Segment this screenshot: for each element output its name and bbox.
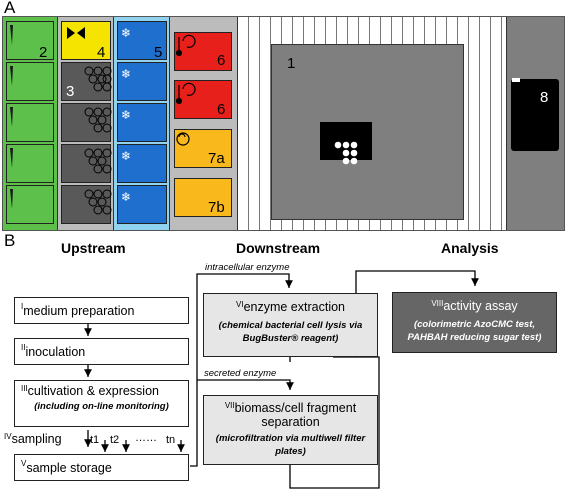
plate-number-3: 3 (66, 83, 75, 100)
culture-plate (6, 185, 54, 224)
plate-number-8: 8 (540, 89, 549, 106)
svg-text:❄: ❄ (121, 26, 131, 40)
thermometer-icon (175, 34, 196, 105)
tip-icon (10, 189, 13, 209)
plate-reader (506, 17, 564, 230)
step-roman: VI (236, 300, 244, 309)
secreted-label: secreted enzyme (204, 368, 277, 379)
step-detail: (colorimetric AzoCMC test, PAHBAH reduci… (407, 319, 542, 343)
tip-icon (10, 148, 13, 168)
culture-plate (6, 144, 54, 183)
timepoint-tn: tn (166, 434, 176, 446)
panel-a-label: A (4, 0, 16, 17)
step-inoculation: IIinoculation (14, 338, 189, 365)
step-label: biomass/cell fragment separation (234, 401, 357, 429)
reader-slot (511, 79, 559, 151)
robotic-deck: 2 3 4 5 6 6 7a 7b 1 8 (2, 16, 565, 231)
well-dots-icon (334, 141, 358, 165)
plate-number-5: 5 (154, 44, 163, 61)
step-label: sample storage (26, 461, 112, 475)
step-detail: (including on-line monitoring) (34, 401, 169, 412)
plate-number-7a: 7a (208, 150, 225, 167)
step-label: enzyme extraction (243, 300, 345, 314)
step-biomass-separation: VIIbiomass/cell fragment separation (mic… (203, 395, 378, 465)
plate-number-1: 1 (287, 55, 296, 72)
well-cluster-icon (84, 66, 112, 215)
timepoint-t1: t1 (90, 434, 100, 446)
svg-text:❄: ❄ (121, 149, 131, 163)
blue-plate (117, 21, 167, 60)
step-label: inoculation (25, 345, 86, 359)
rewind-icon (77, 27, 85, 39)
step-medium-preparation: Imedium preparation (14, 297, 189, 324)
orange-reservoir (174, 129, 232, 168)
blue-plate (117, 144, 167, 183)
orange-reservoir (174, 178, 232, 217)
blue-plate (117, 103, 167, 142)
step-roman: V (21, 459, 27, 468)
yellow-plate (61, 21, 111, 60)
culture-plate (6, 103, 54, 142)
svg-text:❄: ❄ (121, 67, 131, 81)
header-downstream: Downstream (236, 240, 321, 256)
step-cultivation: IIIcultivation & expression (including o… (14, 380, 189, 427)
step-roman: IV (4, 432, 12, 441)
incubator-shaker (271, 44, 464, 220)
culture-plate (6, 62, 54, 101)
timepoint-ellipsis: …… (135, 432, 157, 444)
plate-number-4: 4 (97, 44, 106, 61)
step-sample-storage: Vsample storage (14, 454, 189, 481)
step-label: sampling (11, 432, 62, 446)
step-activity-assay: VIIIactivity assay (colorimetric AzoCMC … (392, 292, 557, 353)
sampling-label: IVsampling (4, 432, 62, 446)
step-roman: II (21, 343, 26, 352)
step-detail: (chemical bacterial cell lysis via BugBu… (218, 320, 363, 344)
step-roman: I (21, 302, 24, 311)
swirl-icon (176, 132, 190, 146)
tip-icon (10, 107, 13, 127)
plate-number-2: 2 (39, 44, 48, 61)
plate-number-7b: 7b (208, 199, 225, 216)
step-roman: III (21, 384, 28, 393)
plate-number-6: 6 (217, 52, 226, 69)
blue-column: 5 (114, 17, 170, 230)
step-label: medium preparation (23, 304, 135, 318)
tip-icon (10, 66, 13, 86)
deck-icons: ❄ ❄ ❄ ❄ ❄ (10, 25, 520, 215)
intracellular-label: intracellular enzyme (205, 262, 290, 273)
header-upstream: Upstream (61, 240, 126, 256)
snowflake-icon: ❄ ❄ ❄ ❄ ❄ (121, 26, 131, 204)
step-label: activity assay (443, 299, 518, 313)
step-roman: VIII (431, 299, 444, 308)
plate-number-6b: 6 (217, 101, 226, 118)
tip-icon (10, 25, 13, 45)
step-roman: VII (224, 401, 235, 410)
svg-text:❄: ❄ (121, 108, 131, 122)
play-icon (67, 27, 75, 39)
blue-plate (117, 185, 167, 224)
blue-plate (117, 62, 167, 101)
step-label: cultivation & expression (27, 384, 159, 398)
step-enzyme-extraction: VIenzyme extraction (chemical bacterial … (203, 293, 378, 357)
step-detail: (microfiltration via multiwell filter pl… (215, 433, 366, 457)
culture-plate (6, 21, 54, 60)
header-analysis: Analysis (441, 240, 499, 256)
svg-text:❄: ❄ (121, 190, 131, 204)
panel-b-label: B (4, 231, 16, 250)
timepoint-t2: t2 (110, 434, 120, 446)
reader-indicator (512, 78, 520, 82)
